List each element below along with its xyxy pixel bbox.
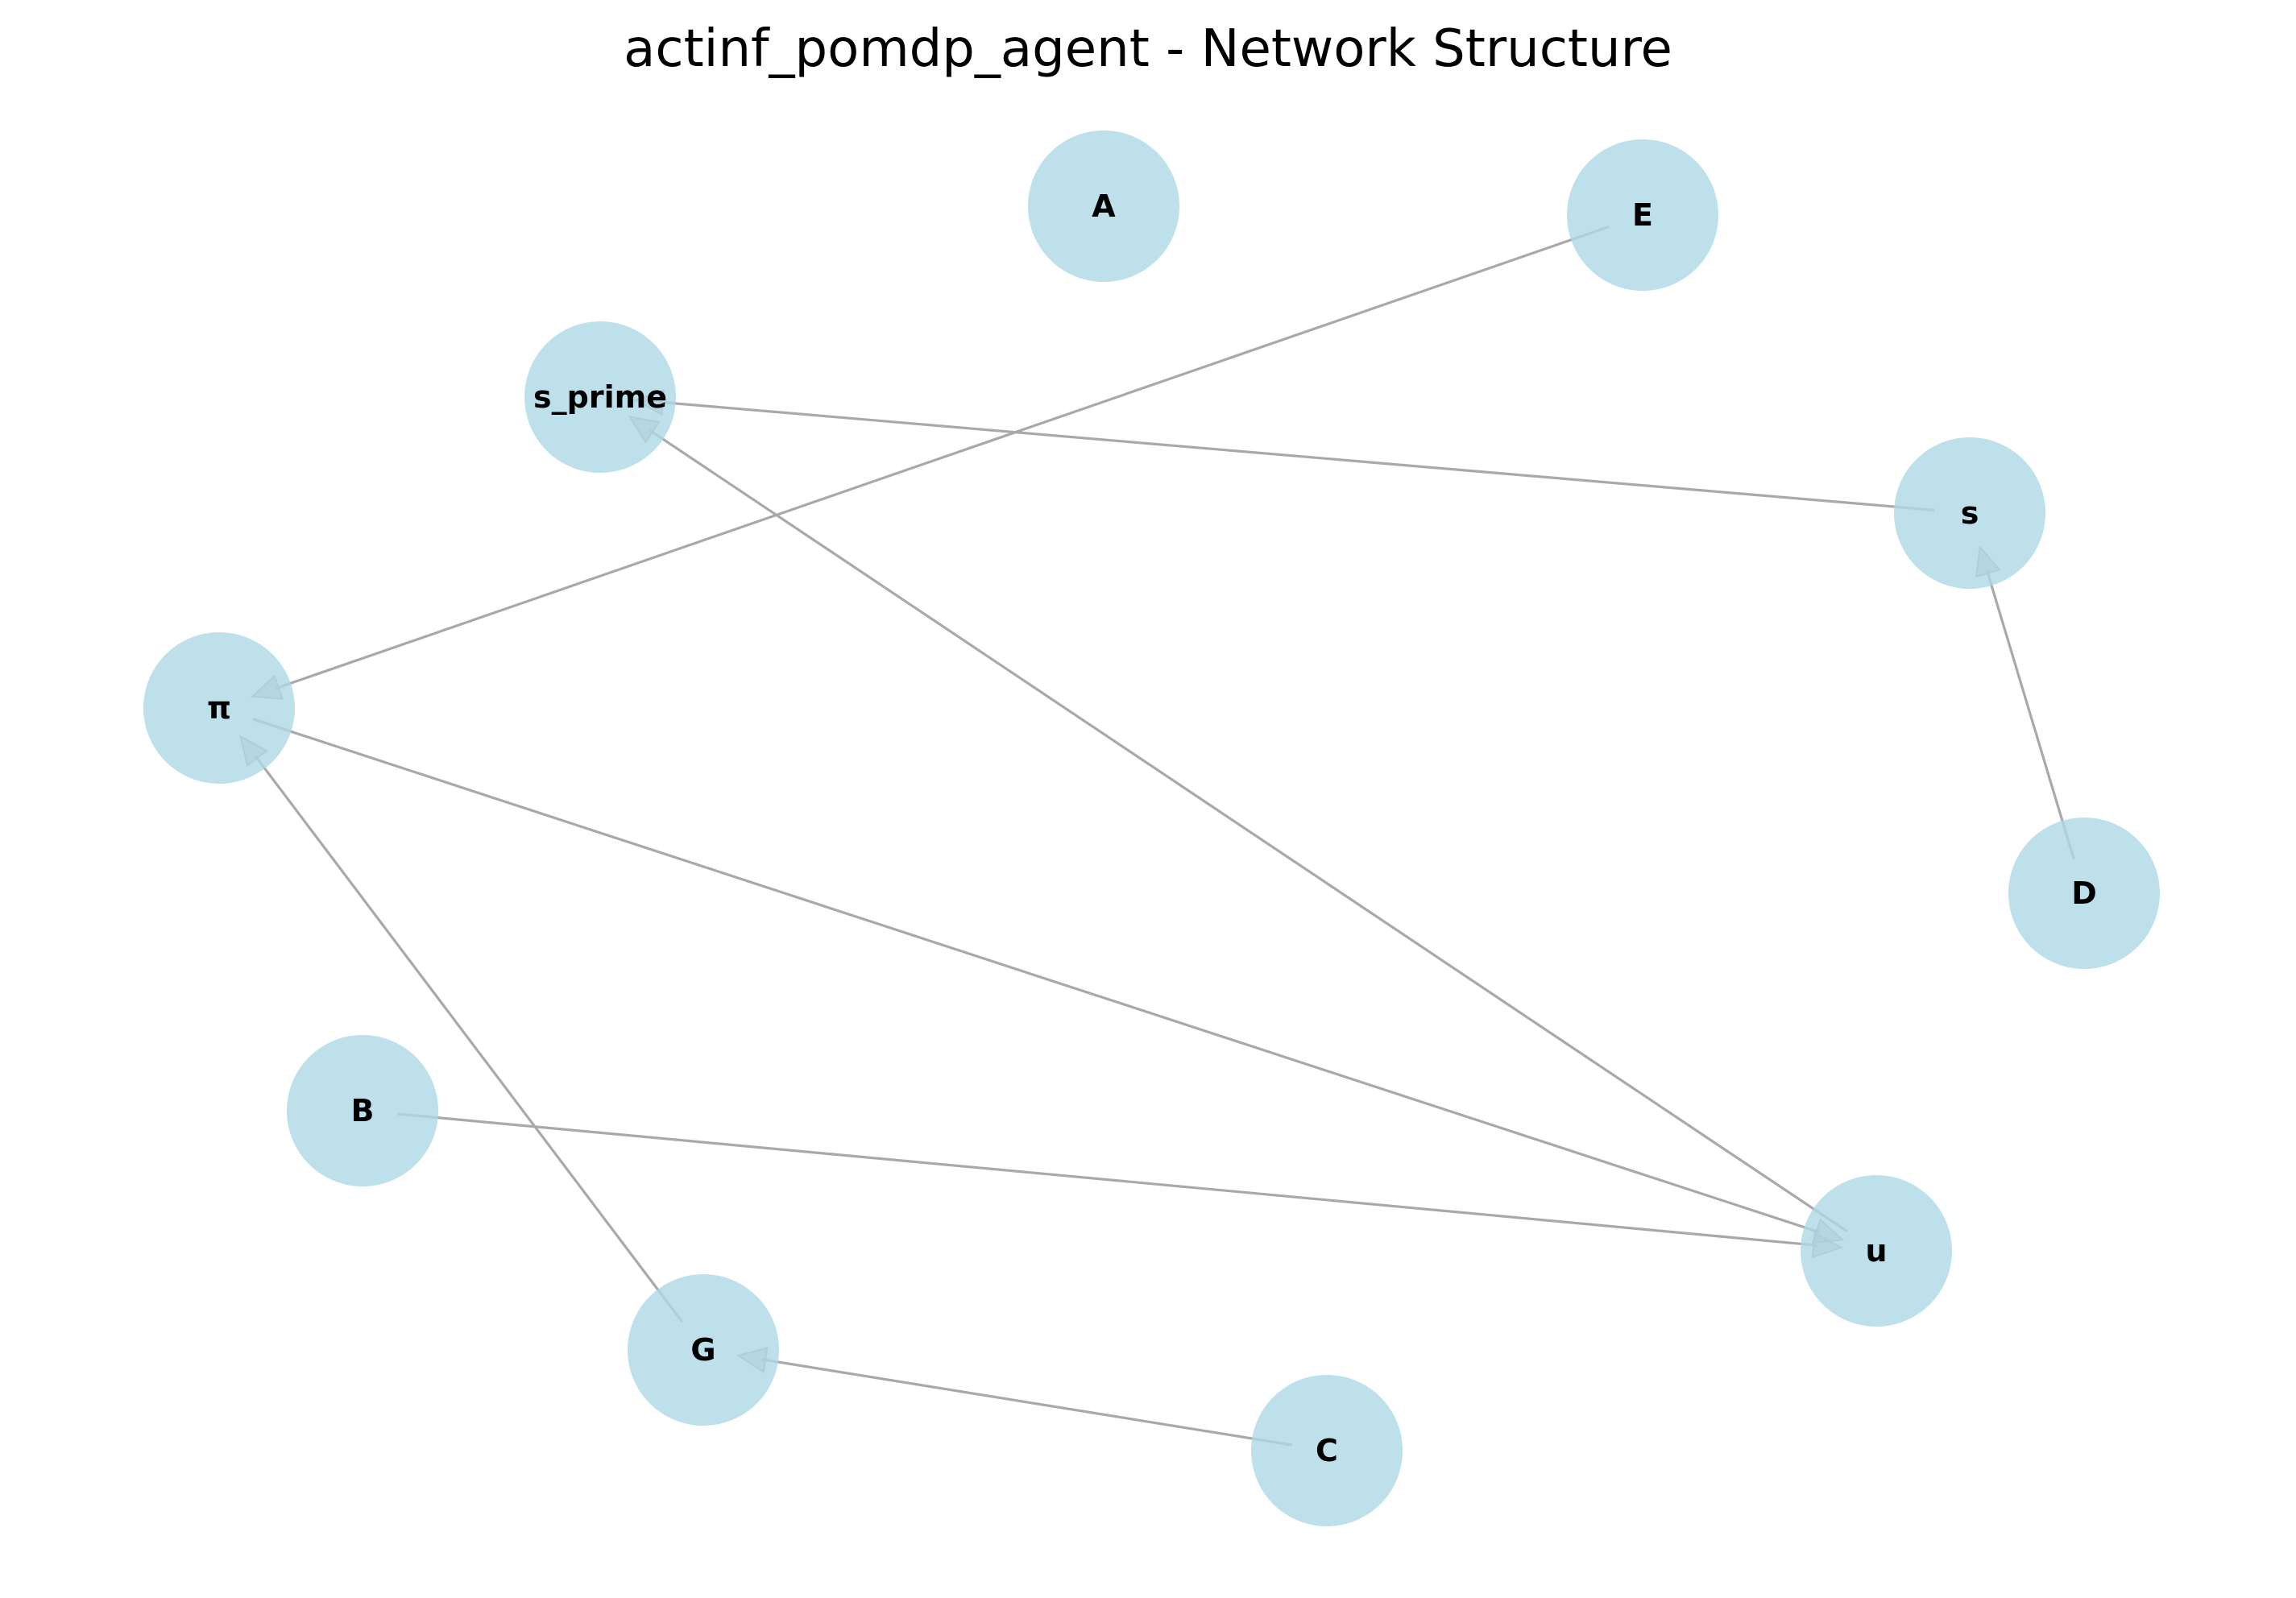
node-label: u bbox=[1865, 1233, 1887, 1269]
node-label: A bbox=[1092, 188, 1116, 224]
node-circle bbox=[524, 321, 676, 473]
diagram-title: actinf_pomdp_agent - Network Structure bbox=[624, 19, 1672, 79]
node-pi: π bbox=[143, 632, 295, 784]
node-circle bbox=[1567, 139, 1718, 291]
node-circle bbox=[1028, 130, 1179, 282]
node-label: E bbox=[1632, 197, 1653, 233]
edge-line bbox=[252, 718, 1821, 1234]
node-label: C bbox=[1316, 1433, 1338, 1468]
node-A: A bbox=[1028, 130, 1179, 282]
node-circle bbox=[287, 1035, 438, 1186]
node-label: s bbox=[1961, 495, 1979, 531]
node-circle bbox=[1894, 437, 2045, 589]
edge-line bbox=[659, 400, 1935, 511]
node-s_prime: s_prime bbox=[524, 321, 676, 473]
node-E: E bbox=[1567, 139, 1718, 291]
node-circle bbox=[1801, 1175, 1952, 1327]
node-circle bbox=[143, 632, 295, 784]
edge-line bbox=[397, 1112, 1817, 1247]
node-s: s bbox=[1894, 437, 2045, 589]
node-label: π bbox=[207, 690, 231, 726]
node-G: G bbox=[628, 1274, 779, 1426]
node-label: s_prime bbox=[533, 379, 667, 415]
edge-line bbox=[1985, 569, 2075, 860]
node-label: G bbox=[690, 1332, 715, 1368]
node-u: u bbox=[1801, 1175, 1952, 1327]
edge-line bbox=[254, 755, 683, 1323]
node-label: B bbox=[351, 1093, 375, 1128]
edge-line bbox=[275, 225, 1610, 690]
node-C: C bbox=[1251, 1375, 1403, 1526]
node-D: D bbox=[2008, 818, 2160, 969]
edge-line bbox=[761, 1358, 1292, 1447]
edge-line bbox=[649, 428, 1848, 1232]
node-B: B bbox=[287, 1035, 438, 1186]
node-circle bbox=[1251, 1375, 1403, 1526]
node-circle bbox=[2008, 818, 2160, 969]
node-circle bbox=[628, 1274, 779, 1426]
node-label: D bbox=[2071, 876, 2097, 911]
